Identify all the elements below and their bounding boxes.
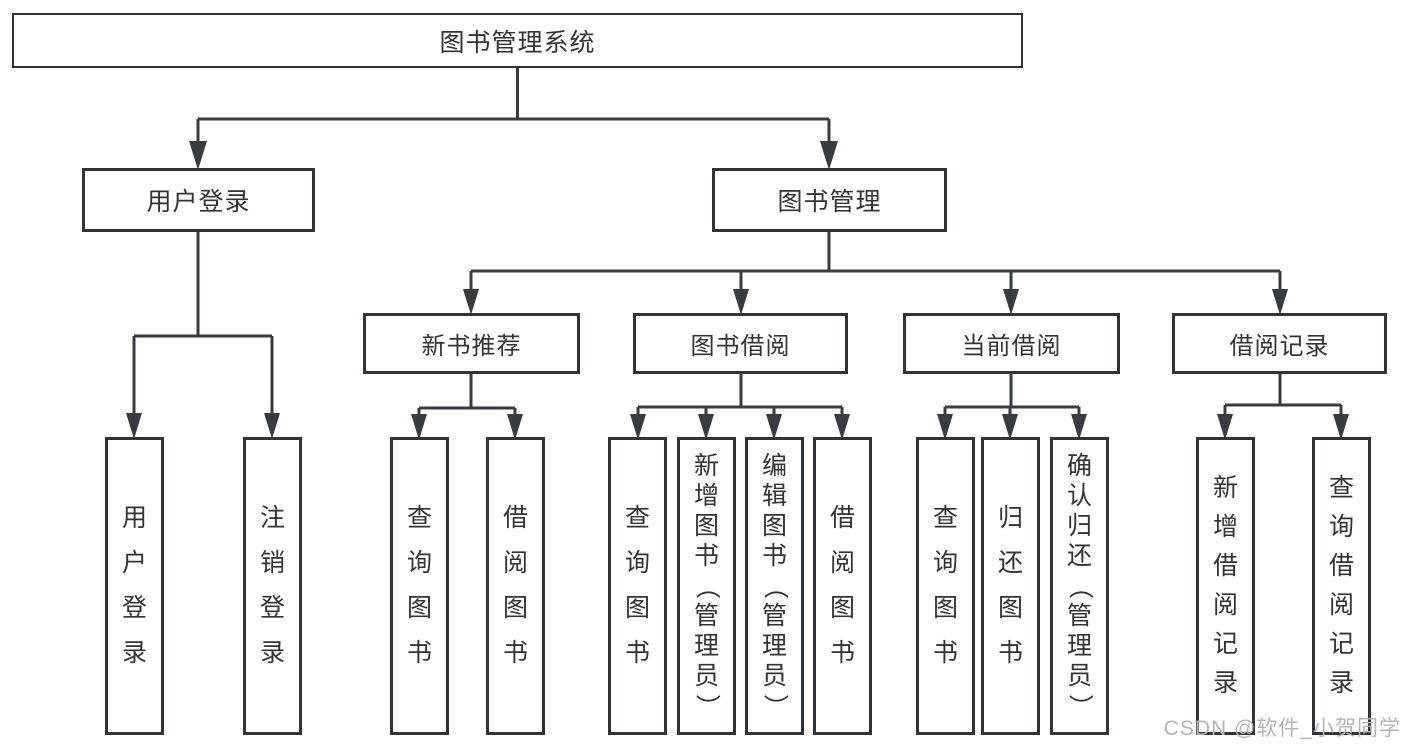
- node-new-book-recommend: 新书推荐: [363, 313, 580, 374]
- leaf-logout: 注销登录: [243, 437, 302, 735]
- leaf-borrow-books: 借阅图书: [813, 437, 872, 735]
- leaf-confirm-return-admin: 确认归还（管理员）: [1050, 437, 1109, 735]
- node-current-borrow: 当前借阅: [903, 313, 1120, 374]
- node-book-management: 图书管理: [712, 168, 947, 232]
- leaf-add-books-admin: 新增图书（管理员）: [677, 437, 736, 735]
- leaf-edit-books-admin: 编辑图书（管理员）: [745, 437, 804, 735]
- node-root: 图书管理系统: [12, 13, 1023, 68]
- node-user-login: 用户登录: [82, 168, 315, 232]
- leaf-return-books: 归还图书: [981, 437, 1040, 735]
- leaf-add-borrow-record: 新增借阅记录: [1196, 437, 1255, 735]
- leaf-query-books-borrow: 查询图书: [608, 437, 667, 735]
- leaf-query-borrow-record: 查询借阅记录: [1312, 437, 1371, 735]
- leaf-user-login: 用户登录: [105, 437, 164, 735]
- node-borrow-records: 借阅记录: [1172, 313, 1387, 374]
- leaf-query-books-current: 查询图书: [916, 437, 975, 735]
- csdn-watermark: CSDN @软件_小贺同学: [1163, 717, 1401, 740]
- node-book-borrow: 图书借阅: [633, 313, 848, 374]
- leaf-query-books-recommend: 查询图书: [390, 437, 449, 735]
- leaf-borrow-books-recommend: 借阅图书: [486, 437, 545, 735]
